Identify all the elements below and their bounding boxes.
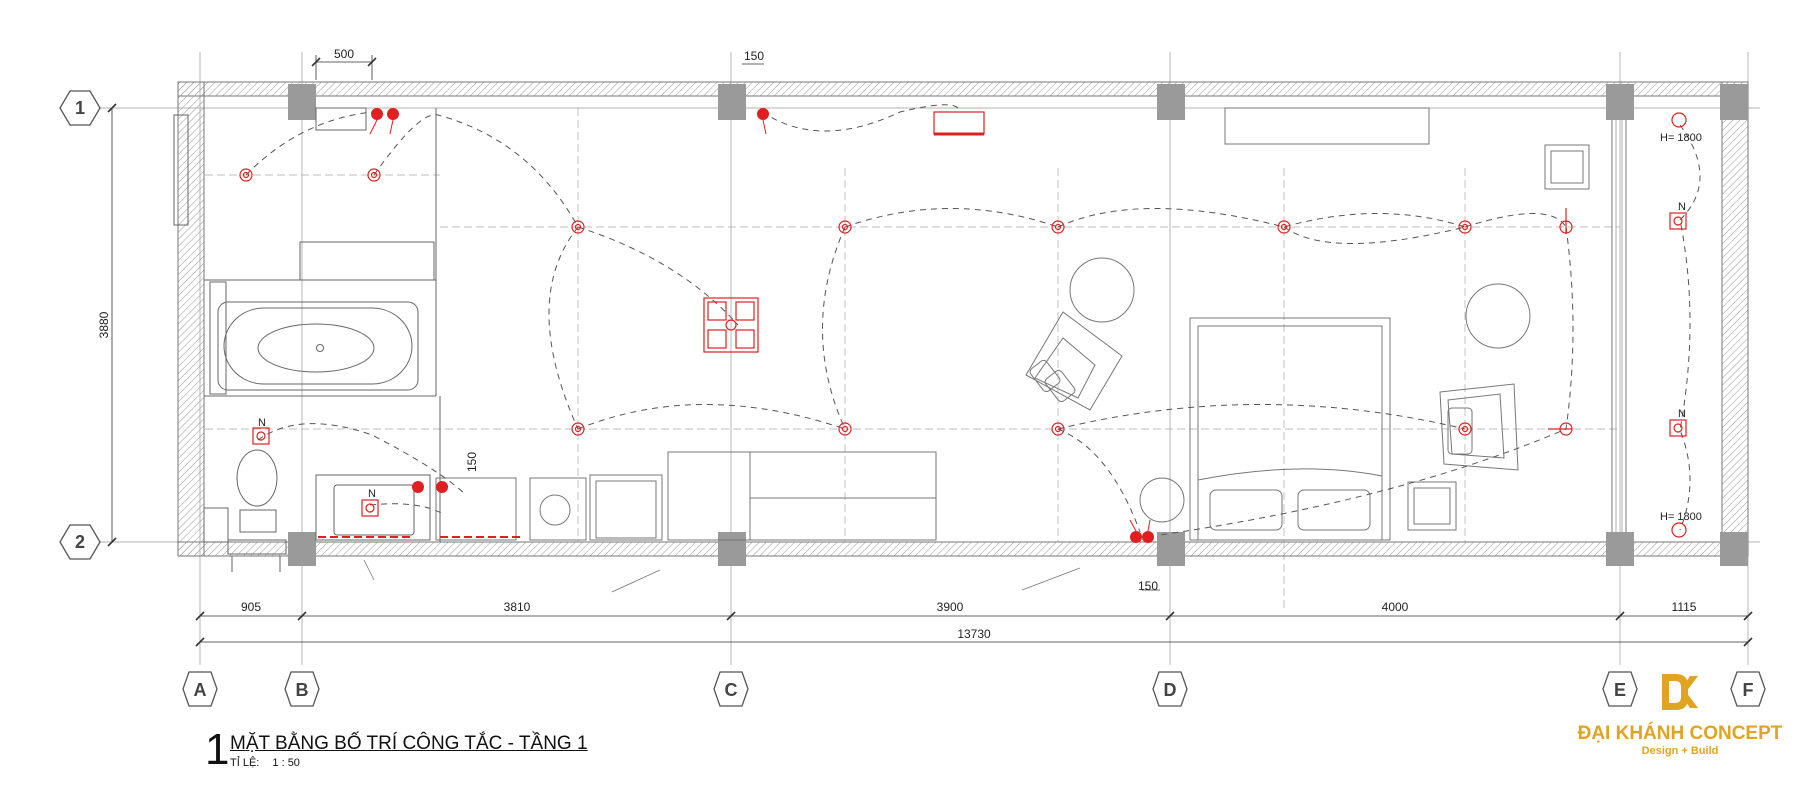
axis-label-col-c: C (725, 680, 738, 700)
light-fixtures (239, 111, 1687, 538)
furniture (1025, 107, 1590, 541)
annotation-n-2: N (368, 488, 376, 500)
bathroom (173, 107, 441, 572)
annotation-n-3: N (1678, 201, 1686, 213)
dim-span-cd: 3900 (937, 600, 964, 614)
axis-label-row-1: 1 (75, 98, 85, 118)
dim-span-bc: 3810 (504, 600, 531, 614)
dim-span-ef: 1115 (1672, 600, 1697, 614)
doors (363, 559, 1081, 593)
brand-block: ĐẠI KHÁNH CONCEPT Design + Build (1560, 670, 1800, 757)
axis-label-col-e: E (1614, 680, 1626, 700)
annotation-n-1: N (258, 417, 266, 429)
grid-lines (92, 52, 1760, 665)
kitchen (435, 451, 937, 541)
switch-leaders (369, 119, 1151, 532)
drawing-title: MẶT BẰNG BỐ TRÍ CÔNG TẮC - TẦNG 1 (230, 733, 588, 754)
scale-value: 1 : 50 (272, 757, 300, 769)
dimension-ticks (107, 57, 1753, 647)
dim-height: 3880 (97, 311, 111, 338)
chandelier-icon (703, 297, 759, 353)
drawing-scale: TỈ LỆ: 1 : 50 (230, 757, 310, 769)
scale-label: TỈ LỆ: (230, 757, 260, 769)
dim-total: 13730 (957, 627, 991, 641)
reference-lines (205, 108, 1620, 610)
annotation-n-4: N (1678, 408, 1686, 420)
axis-bubbles (59, 90, 1766, 707)
dimension-lines (111, 55, 1748, 643)
axis-label-col-a: A (194, 680, 207, 700)
dim-vertical-150: 150 (465, 452, 479, 472)
brand-logo-icon (1662, 674, 1698, 710)
wiring-paths (245, 104, 1701, 536)
brand-tagline: Design + Build (1641, 745, 1719, 757)
structural-columns (288, 84, 1748, 566)
drawing-number: 1 (205, 725, 230, 774)
dim-span-de: 4000 (1382, 600, 1409, 614)
axis-label-col-b: B (296, 680, 309, 700)
axis-label-row-2: 2 (75, 532, 85, 552)
axis-label-col-f: F (1743, 680, 1754, 700)
axis-label-col-d: D (1164, 680, 1177, 700)
dim-bottom-150: 150 (1138, 579, 1158, 593)
dim-span-ab: 905 (241, 600, 261, 614)
walls (177, 81, 1749, 557)
dim-top-500: 500 (334, 47, 354, 61)
brand-name: ĐẠI KHÁNH CONCEPT (1577, 723, 1783, 744)
switches (371, 108, 1154, 543)
annotation-h1800-bottom: H= 1800 (1660, 511, 1702, 523)
dim-top-150: 150 (744, 49, 764, 63)
annotation-h1800-top: H= 1800 (1660, 132, 1702, 144)
